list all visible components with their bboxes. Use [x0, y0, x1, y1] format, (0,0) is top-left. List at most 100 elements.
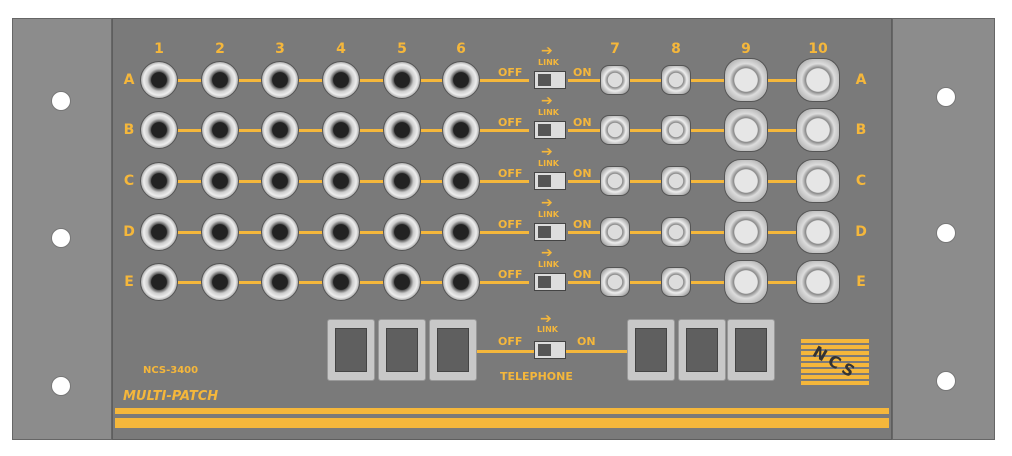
jack-E-1[interactable]	[140, 263, 178, 301]
jack-D-7[interactable]	[600, 217, 630, 247]
jack-E-4[interactable]	[322, 263, 360, 301]
jack-C-9[interactable]	[724, 159, 768, 203]
left-rack-ear	[12, 18, 112, 440]
row-label-right: A	[855, 72, 867, 88]
rj-jack-right-2[interactable]	[678, 319, 726, 381]
telephone-link-switch[interactable]	[534, 341, 566, 359]
jack-B-8[interactable]	[661, 115, 691, 145]
jack-B-1[interactable]	[140, 111, 178, 149]
jack-E-2[interactable]	[201, 263, 239, 301]
jack-A-8[interactable]	[661, 65, 691, 95]
mount-hole	[936, 87, 956, 107]
switch-on-label: ON	[573, 167, 592, 180]
jack-A-9[interactable]	[724, 58, 768, 102]
switch-link-label: LINK	[538, 58, 559, 67]
row-link-line	[568, 129, 828, 132]
row-label-left: C	[123, 173, 135, 189]
link-switch-A[interactable]	[534, 71, 566, 89]
switch-off-label: OFF	[498, 268, 523, 281]
jack-A-5[interactable]	[383, 61, 421, 99]
switch-off-label: OFF	[498, 116, 523, 129]
column-label: 9	[741, 41, 751, 57]
jack-C-8[interactable]	[661, 166, 691, 196]
jack-C-5[interactable]	[383, 162, 421, 200]
link-arrow-icon: ➔	[541, 144, 553, 160]
link-arrow-icon: ➔	[541, 245, 553, 261]
row-label-right: C	[855, 173, 867, 189]
jack-A-2[interactable]	[201, 61, 239, 99]
jack-B-10[interactable]	[796, 108, 840, 152]
rj-jack-right-3[interactable]	[727, 319, 775, 381]
rj-jack-left-2[interactable]	[378, 319, 426, 381]
jack-D-10[interactable]	[796, 210, 840, 254]
row-link-line	[568, 231, 828, 234]
jack-B-9[interactable]	[724, 108, 768, 152]
jack-C-6[interactable]	[442, 162, 480, 200]
jack-C-2[interactable]	[201, 162, 239, 200]
jack-D-4[interactable]	[322, 213, 360, 251]
column-label: 3	[275, 41, 285, 57]
column-label: 8	[671, 41, 681, 57]
switch-off-label: OFF	[498, 218, 523, 231]
jack-B-2[interactable]	[201, 111, 239, 149]
jack-E-8[interactable]	[661, 267, 691, 297]
link-switch-E[interactable]	[534, 273, 566, 291]
jack-A-10[interactable]	[796, 58, 840, 102]
mount-hole	[936, 223, 956, 243]
jack-B-4[interactable]	[322, 111, 360, 149]
jack-E-3[interactable]	[261, 263, 299, 301]
rj-jack-right-1[interactable]	[627, 319, 675, 381]
column-label: 5	[397, 41, 407, 57]
column-label: 4	[336, 41, 346, 57]
jack-B-5[interactable]	[383, 111, 421, 149]
link-switch-D[interactable]	[534, 223, 566, 241]
column-label: 2	[215, 41, 225, 57]
link-switch-B[interactable]	[534, 121, 566, 139]
jack-C-4[interactable]	[322, 162, 360, 200]
switch-off-label: OFF	[498, 66, 523, 79]
jack-C-3[interactable]	[261, 162, 299, 200]
jack-A-6[interactable]	[442, 61, 480, 99]
jack-D-5[interactable]	[383, 213, 421, 251]
column-label: 1	[154, 41, 164, 57]
rj-jack-left-1[interactable]	[327, 319, 375, 381]
jack-C-7[interactable]	[600, 166, 630, 196]
jack-E-7[interactable]	[600, 267, 630, 297]
jack-D-9[interactable]	[724, 210, 768, 254]
row-link-line	[568, 180, 828, 183]
jack-E-5[interactable]	[383, 263, 421, 301]
jack-E-9[interactable]	[724, 260, 768, 304]
rj-jack-left-3[interactable]	[429, 319, 477, 381]
column-label: 7	[610, 41, 620, 57]
jack-A-3[interactable]	[261, 61, 299, 99]
jack-D-2[interactable]	[201, 213, 239, 251]
jack-B-7[interactable]	[600, 115, 630, 145]
jack-D-8[interactable]	[661, 217, 691, 247]
jack-D-3[interactable]	[261, 213, 299, 251]
switch-link-label: LINK	[538, 159, 559, 168]
jack-B-6[interactable]	[442, 111, 480, 149]
jack-C-1[interactable]	[140, 162, 178, 200]
switch-on-label: ON	[573, 66, 592, 79]
link-arrow-icon: ➔	[540, 311, 552, 327]
jack-D-6[interactable]	[442, 213, 480, 251]
switch-on-label: ON	[573, 218, 592, 231]
jack-E-10[interactable]	[796, 260, 840, 304]
row-label-right: D	[855, 224, 867, 240]
jack-B-3[interactable]	[261, 111, 299, 149]
switch-on-label: ON	[573, 116, 592, 129]
mount-hole	[51, 91, 71, 111]
jack-D-1[interactable]	[140, 213, 178, 251]
row-link-line	[568, 79, 828, 82]
switch-on-label: ON	[573, 268, 592, 281]
switch-link-label: LINK	[538, 108, 559, 117]
jack-A-4[interactable]	[322, 61, 360, 99]
jack-C-10[interactable]	[796, 159, 840, 203]
link-switch-C[interactable]	[534, 172, 566, 190]
jack-A-7[interactable]	[600, 65, 630, 95]
mount-hole	[51, 228, 71, 248]
jack-A-1[interactable]	[140, 61, 178, 99]
jack-E-6[interactable]	[442, 263, 480, 301]
row-label-left: E	[124, 274, 134, 290]
